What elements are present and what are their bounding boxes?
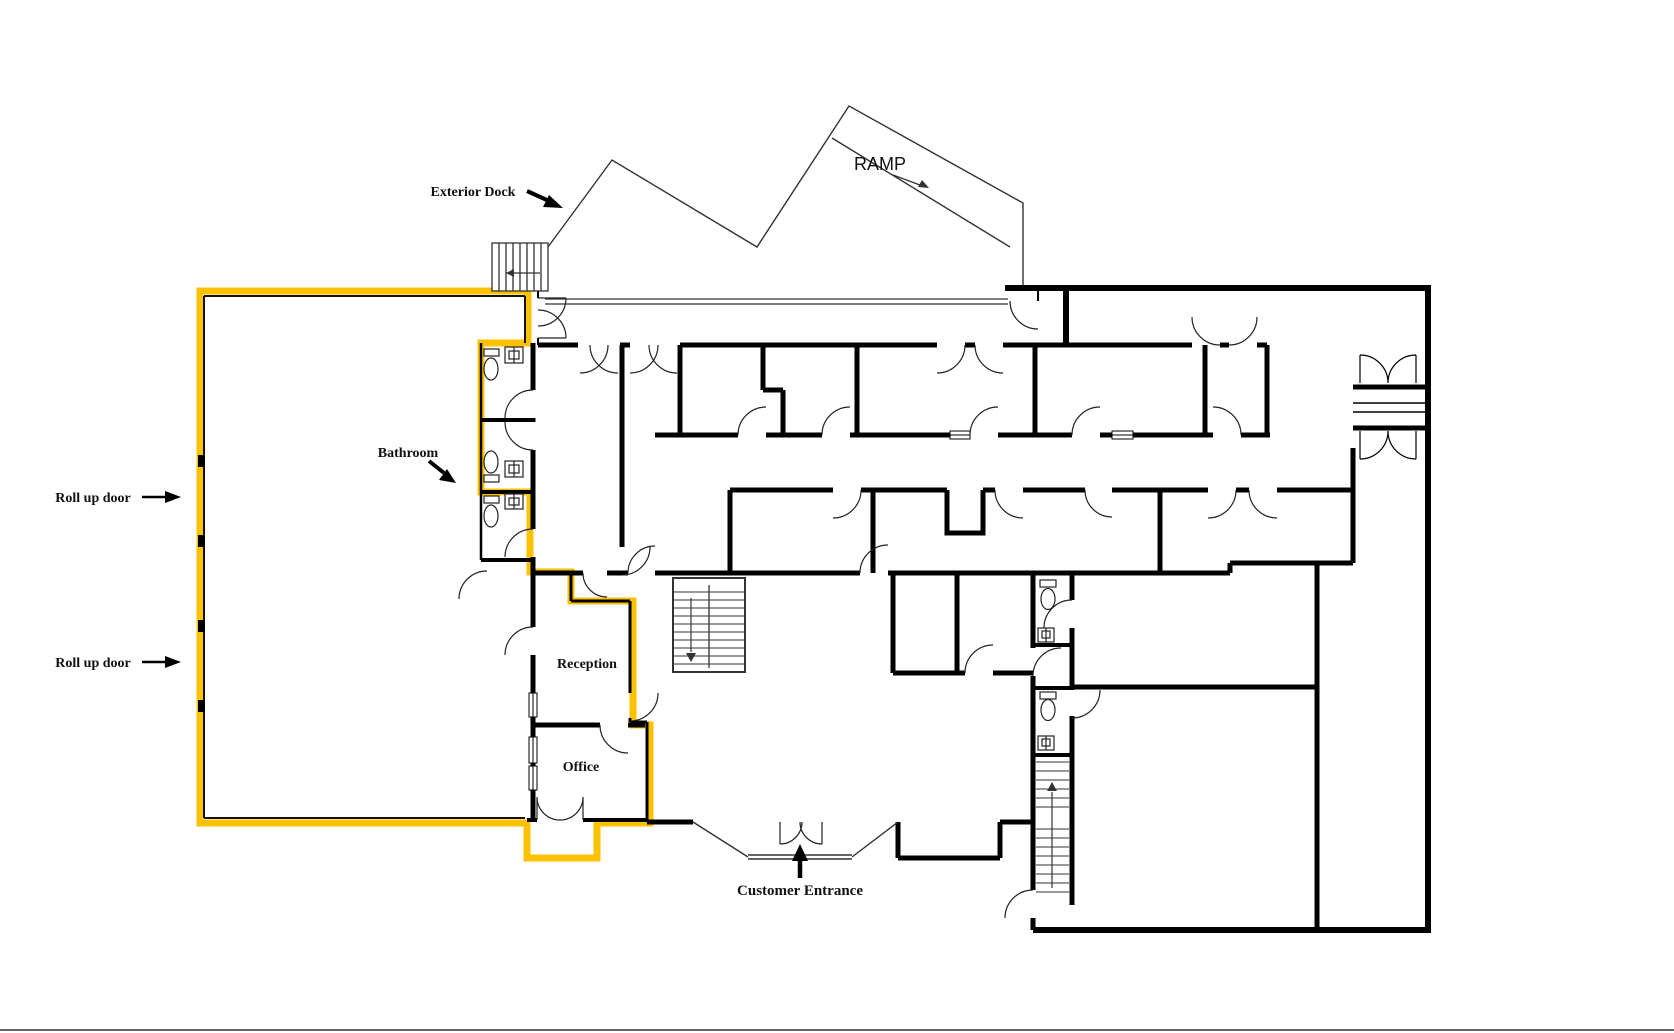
bathroom-arrow <box>427 459 456 483</box>
roll-up-door-jambs <box>198 455 205 712</box>
roll-up-door-upper-arrow <box>142 491 181 503</box>
customer-entrance-arrow <box>792 844 808 878</box>
bathroom-label: Bathroom <box>378 446 439 461</box>
customer-entrance-label: Customer Entrance <box>737 883 863 899</box>
exterior-dock-arrow <box>526 189 563 208</box>
dock-top-wall <box>545 298 1008 305</box>
annotation-labels: Exterior Dock RAMP Bathroom Roll up door… <box>55 154 906 899</box>
center-stairs <box>672 577 746 673</box>
ramp-label: RAMP <box>854 154 906 174</box>
office-label: Office <box>563 760 600 775</box>
annotation-arrows <box>142 174 929 878</box>
ramp-edge-line <box>831 137 1011 248</box>
interior-walls <box>479 288 1356 930</box>
roll-up-door-lower-label: Roll up door <box>55 656 130 671</box>
reception-label: Reception <box>557 657 617 672</box>
exterior-dock-label: Exterior Dock <box>431 185 516 200</box>
dock-stairs <box>491 242 549 292</box>
right-vestibule <box>1353 354 1428 460</box>
dock-outline <box>545 105 1024 305</box>
roll-up-door-upper-label: Roll up door <box>55 491 130 506</box>
vestibule-double-doors <box>1359 354 1417 460</box>
bathroom-fixtures <box>483 346 1057 751</box>
dock-zigzag <box>547 105 1024 288</box>
dock-stairs-arrow <box>506 269 514 277</box>
exterior-walls <box>1005 285 1431 933</box>
center-stairs-arrow <box>686 653 696 662</box>
bottom-stairs-arrow <box>1047 782 1057 791</box>
window-segments <box>528 430 1134 791</box>
warehouse-inner-walls <box>203 295 526 819</box>
bottom-stairs <box>1036 761 1069 893</box>
door-swings <box>458 297 1278 919</box>
customer-entrance-storefront <box>692 821 899 860</box>
ramp-arrow <box>892 174 929 188</box>
roll-up-door-lower-arrow <box>142 656 181 668</box>
